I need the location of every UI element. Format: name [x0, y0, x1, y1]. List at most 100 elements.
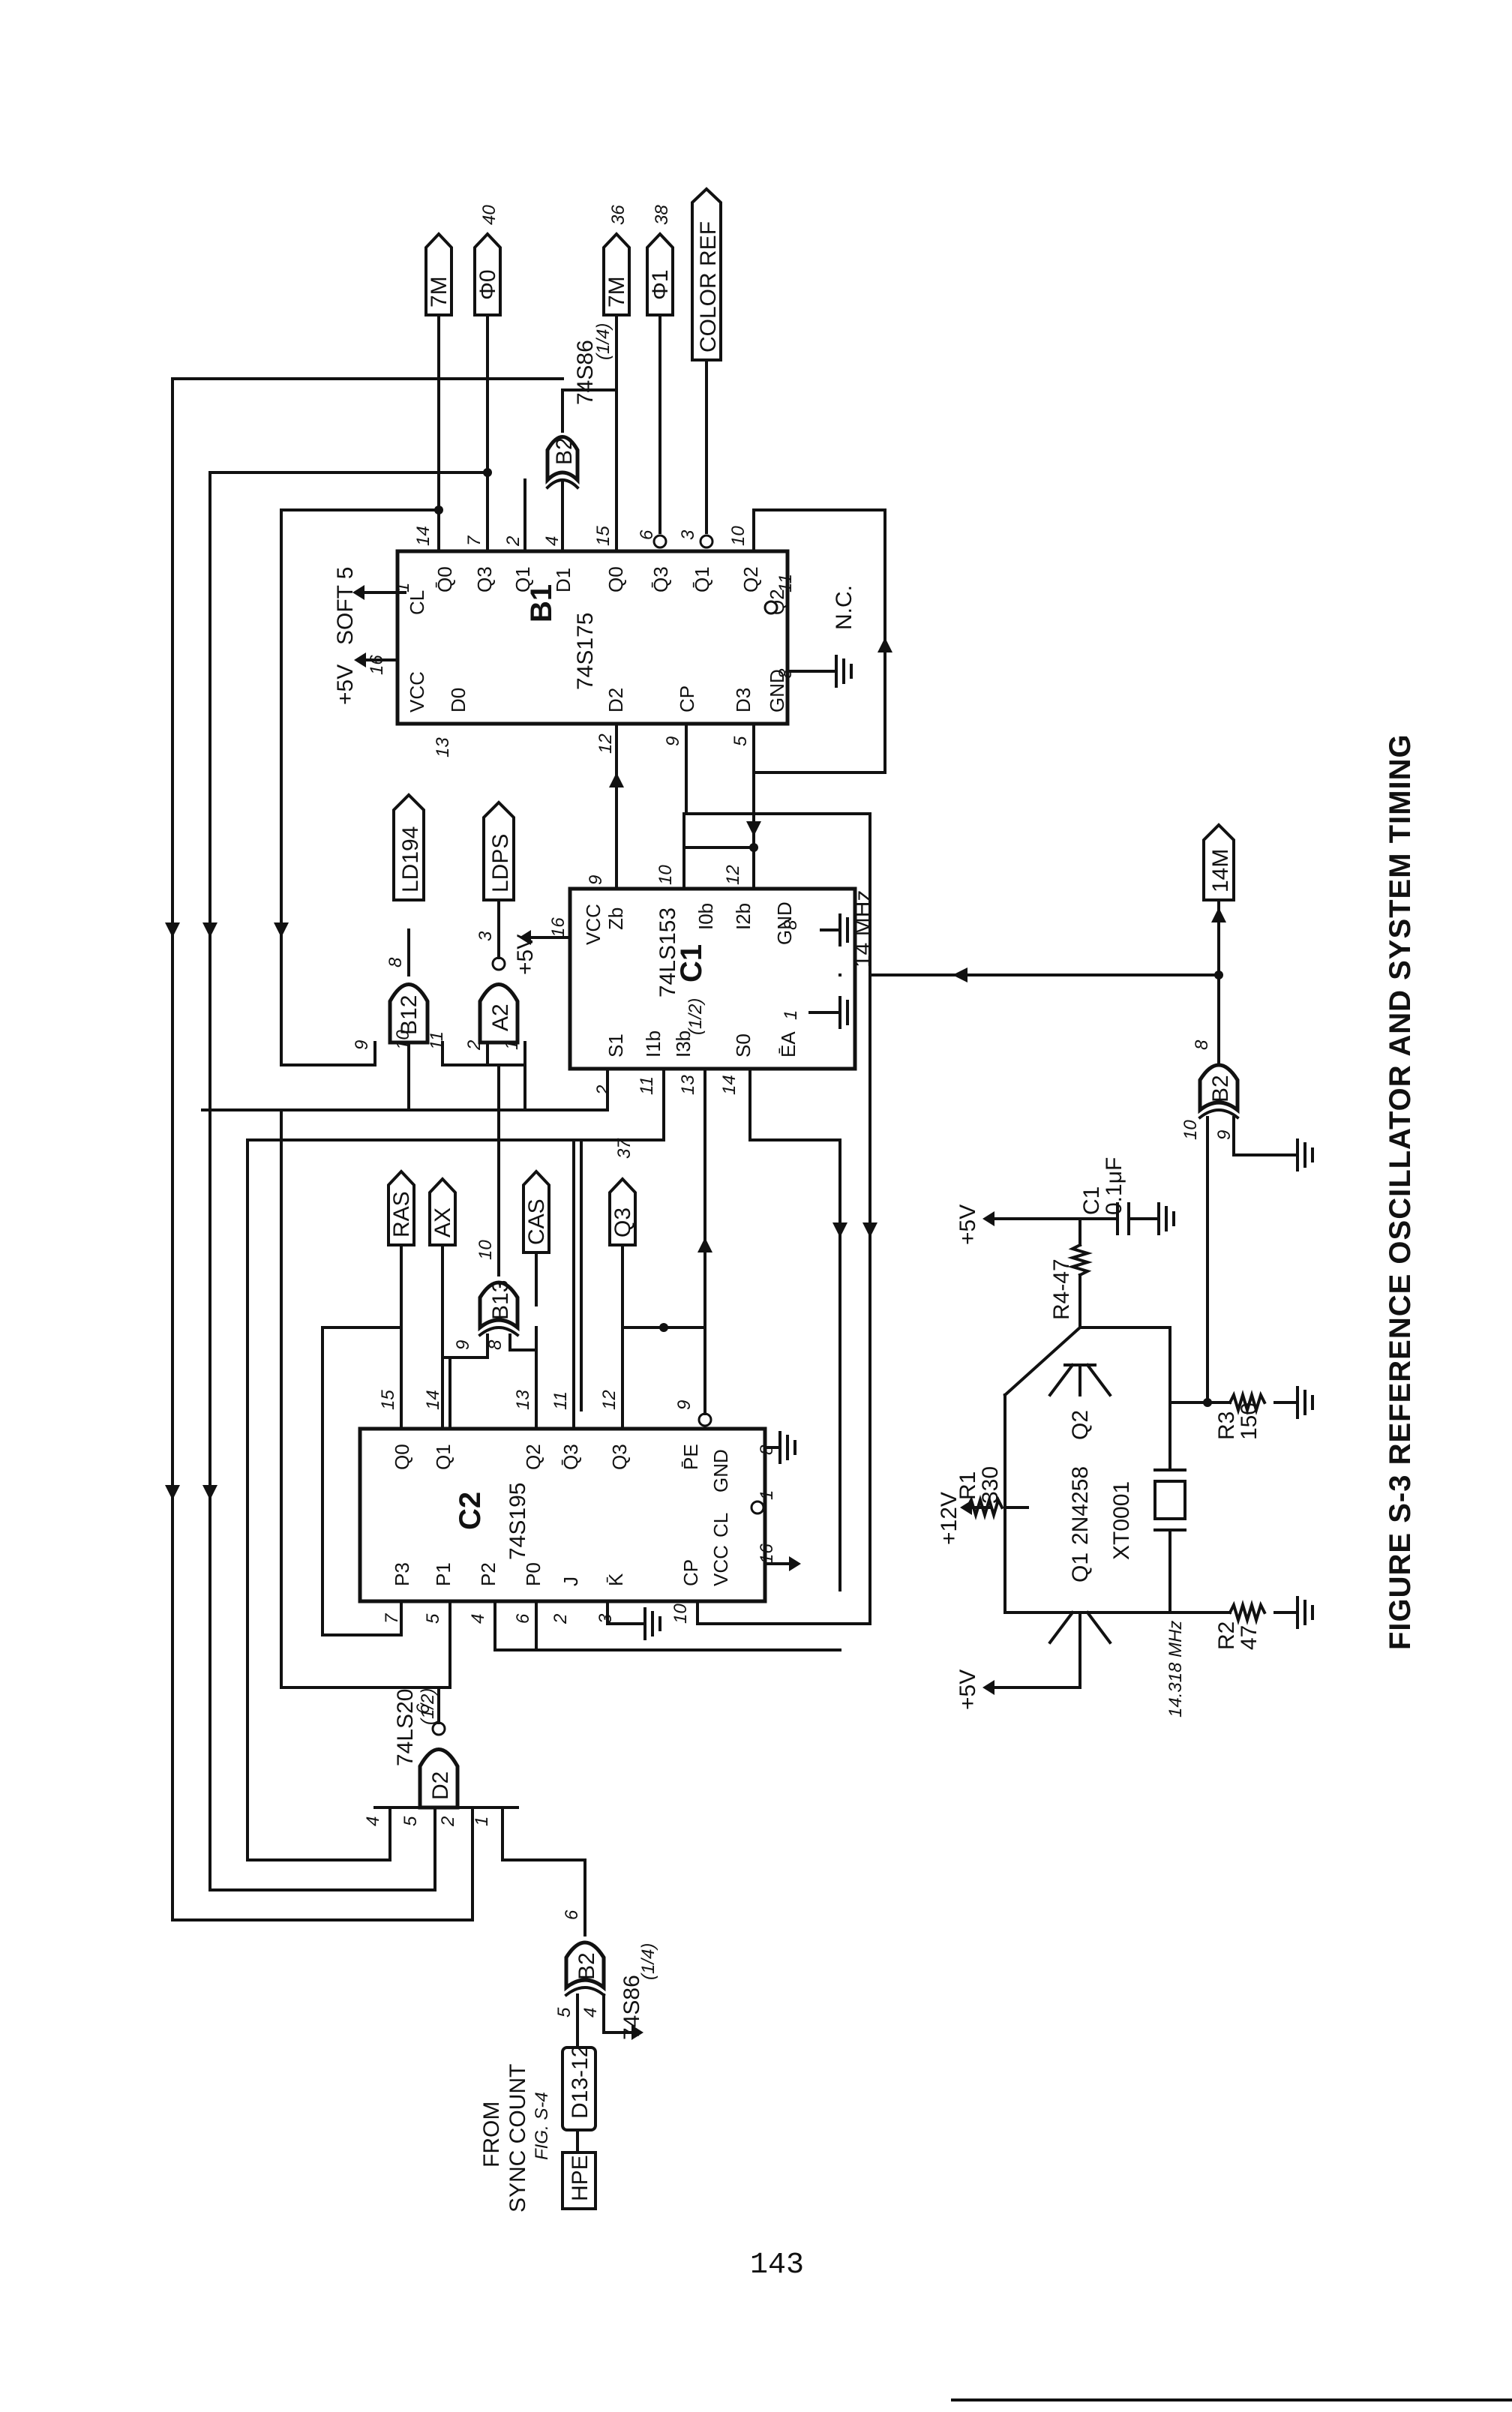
crystal-icon	[1154, 1468, 1186, 1532]
svg-text:1: 1	[472, 1816, 492, 1826]
tag-phi1: Φ1	[648, 269, 673, 300]
c1-pin-vcc: VCC	[582, 904, 604, 945]
tag-d13-12: D13-12	[568, 2045, 592, 2119]
svg-text:7: 7	[382, 1612, 402, 1624]
b1-pin-vcc: VCC	[406, 671, 428, 712]
gate-d2: D2 74LS20 (1/2) 6 4 5 2 1	[363, 1686, 586, 1922]
tag-cas: CAS	[524, 1198, 549, 1245]
soft5-label: SOFT 5	[333, 567, 358, 645]
left-buses	[171, 377, 583, 1922]
b12-a2-input-wires	[280, 508, 526, 1246]
svg-text:6: 6	[513, 1613, 533, 1624]
svg-text:2: 2	[464, 1040, 484, 1051]
gate-b2-left-ref: B2	[574, 1952, 599, 1980]
tag-7m-bar: 7M	[427, 276, 452, 308]
ref-7m: 36	[608, 205, 628, 225]
b1-pin-d1: D1	[552, 568, 574, 592]
c2-pin-q0: Q0	[391, 1444, 413, 1470]
b1-pin-q0bar: Q̄0	[434, 566, 456, 592]
svg-text:8: 8	[1192, 1040, 1212, 1050]
c2-ground-icon	[764, 1431, 796, 1464]
gate-b2-top-part: 74S86	[573, 340, 598, 405]
gate-d2-ref: D2	[428, 1772, 453, 1800]
gate-d2-part: 74LS20	[393, 1689, 418, 1766]
c1-ground-icon	[820, 914, 856, 946]
svg-text:13: 13	[513, 1390, 533, 1410]
b1-pin-q3bar: Q̄3	[650, 566, 672, 592]
c2-output-tags: RAS AX CAS Q3 37	[387, 1138, 637, 1254]
svg-text:9: 9	[352, 1040, 372, 1050]
svg-text:14: 14	[413, 526, 434, 546]
svg-text:1: 1	[393, 583, 413, 592]
crystal-label: XT0001	[1109, 1481, 1134, 1560]
c2-pin-j: J	[560, 1576, 582, 1586]
b1-ground-icon	[786, 655, 853, 688]
r1-resistor-icon	[965, 1495, 1004, 1520]
r1-label: R1	[956, 1472, 980, 1500]
from-line1: FROM	[479, 2102, 504, 2168]
c1-pin-zb: Zb	[604, 908, 627, 930]
chip-b1-part: 74S175	[573, 613, 598, 690]
svg-text:10: 10	[1180, 1120, 1201, 1140]
c2-pin-q3bar: Q̄3	[560, 1444, 582, 1470]
svg-text:11: 11	[637, 1076, 657, 1095]
oscillator-labels: +5V +12V +5V R4-47 C1 0.1μF R1 330 Q2 Q1…	[937, 1157, 1262, 1718]
b1-pin-numbers: 14 7 2 4 15 6 3 10 16 13 12 9 5 8 11 1	[367, 526, 796, 758]
from-sync-count: D13-12 HPE FROM SYNC COUNT FIG. S-4	[479, 2045, 597, 2212]
c1-pin-s0: S0	[732, 1034, 754, 1058]
c1-ea-ground-icon	[808, 996, 856, 1029]
svg-text:11: 11	[776, 574, 796, 592]
svg-text:9: 9	[663, 736, 683, 746]
c2-pin-cp: CP	[680, 1559, 702, 1586]
from-line2: SYNC COUNT	[506, 2064, 530, 2212]
tag-ldps-group: LDPS	[482, 800, 515, 902]
r2-value: 47	[1237, 1625, 1262, 1650]
chip-c1-body	[568, 886, 857, 1071]
svg-text:2: 2	[550, 1614, 571, 1624]
ref-phi1: 38	[652, 205, 672, 225]
tag-14m-group: 14M	[952, 823, 1235, 1066]
chip-c1-part: 74LS153	[656, 908, 680, 998]
svg-text:11: 11	[550, 1391, 571, 1410]
c1-pin-ea: ĒA	[777, 1031, 800, 1058]
ref-phi0: 40	[479, 205, 500, 225]
r2-label: R2	[1214, 1622, 1239, 1650]
svg-text:8: 8	[485, 1340, 506, 1350]
svg-text:5: 5	[423, 1613, 443, 1624]
bus-arrows	[165, 638, 892, 1500]
chip-b1-ref: B1	[525, 584, 558, 622]
svg-text:1: 1	[502, 1040, 522, 1050]
gate-b2-left: B2 74S86 (1/4) 6 5 4	[554, 1896, 658, 2049]
q2-label: Q2	[1068, 1410, 1093, 1440]
c2-bubbles	[698, 1412, 765, 1515]
svg-text:5: 5	[400, 1816, 421, 1826]
transistor-part: 2N4258	[1068, 1466, 1093, 1545]
c2-cl-supply	[764, 1491, 801, 1571]
capacitor-icon	[1108, 1202, 1175, 1235]
oscillator: +5V +12V +5V R4-47 C1 0.1μF R1 330 Q2 Q1…	[937, 1157, 1314, 1718]
c2-pin-p3: P3	[391, 1562, 413, 1586]
r4-label: R4-47	[1049, 1258, 1074, 1320]
tag-ras: RAS	[389, 1191, 414, 1238]
tag-q3: Q3	[610, 1208, 635, 1238]
gate-b2-left-note: (1/4)	[638, 1943, 658, 1980]
svg-text:15: 15	[593, 526, 614, 546]
svg-text:9: 9	[453, 1340, 473, 1350]
gate-b13: B13 10 9 8	[448, 1240, 538, 1359]
chip-b1-bottom-pins: VCC D0 D2 CP D3 GND Q̄2	[406, 589, 788, 712]
c2-kbar-ground-icon	[606, 1600, 662, 1640]
r3-value: 150	[1237, 1402, 1262, 1440]
b1-plus5v: +5V	[333, 664, 358, 705]
tag-ldps: LDPS	[488, 834, 513, 892]
c1-vcc-supply: +5V	[513, 930, 572, 975]
chip-b1-body	[395, 549, 790, 726]
crystal-freq: 14.318 MHz	[1166, 1621, 1186, 1718]
gate-b2-top: B2 74S86 (1/4)	[545, 323, 618, 490]
svg-text:5: 5	[554, 2007, 574, 2018]
q1-label: Q1	[1068, 1552, 1093, 1582]
svg-text:12: 12	[599, 1390, 620, 1410]
svg-text:3: 3	[476, 931, 496, 941]
r1-value: 330	[978, 1466, 1003, 1504]
b1-pin-q1bar: Q̄1	[691, 566, 713, 592]
svg-text:4: 4	[363, 1816, 383, 1826]
